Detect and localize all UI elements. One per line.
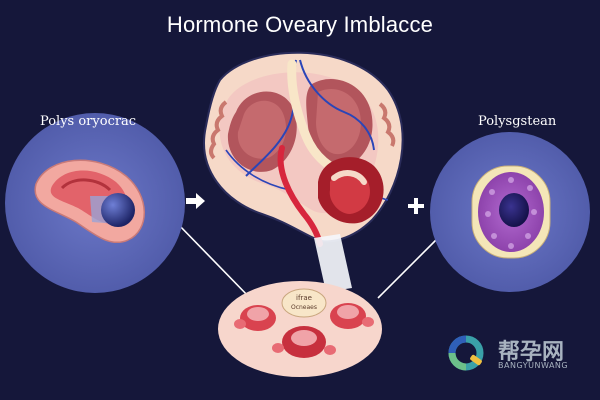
- diagram-title: Hormone Oveary Imblacce: [166, 12, 434, 37]
- plus-icon: [408, 198, 424, 214]
- left-organ-illustration: [34, 159, 145, 243]
- bottom-tag: [281, 288, 327, 318]
- connector-line-left: [175, 221, 253, 301]
- watermark-logo-icon: [448, 335, 484, 371]
- right-panel-circle: [430, 132, 590, 292]
- left-panel-circle: [5, 113, 185, 293]
- watermark-sub: BANGYUNWANG: [498, 361, 569, 370]
- right-panel-label: Polysgstean: [478, 114, 557, 129]
- center-organ: [203, 51, 404, 247]
- left-panel-label: Polys oryocrac: [40, 114, 137, 129]
- bottom-tag-line1: ifrae: [296, 294, 312, 302]
- arrow-right-icon: [186, 193, 205, 209]
- right-cell-nucleus: [499, 193, 529, 227]
- bottom-cluster: [234, 303, 374, 358]
- watermark-name: 帮孕网: [498, 340, 565, 365]
- bottom-tag-line2: Ocneaes: [291, 304, 317, 311]
- bottom-oval: ifrae Ocneaes: [218, 281, 382, 377]
- watermark: 帮孕网 BANGYUNWANG: [444, 332, 594, 376]
- left-follicle-ball: [101, 193, 135, 227]
- connector-line-right: [377, 235, 441, 299]
- connector-funnel: [314, 234, 352, 292]
